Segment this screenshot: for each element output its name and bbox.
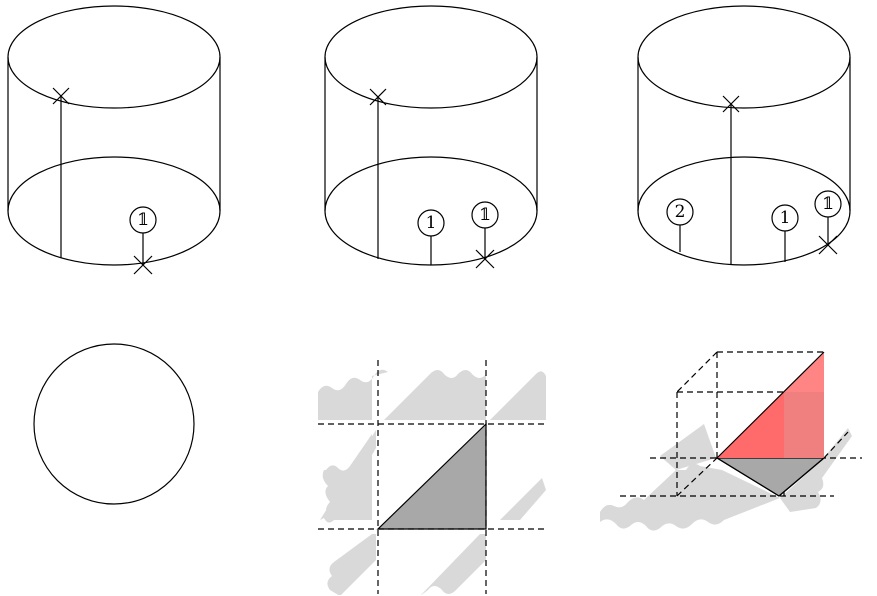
shadow-band [490, 371, 546, 420]
cylinder-2-marker-1-label: 1 [426, 213, 437, 233]
cube-edge-right-diag [823, 431, 849, 459]
cylinder-3-marker-1-label: 1 [780, 208, 791, 228]
cube-red-face-right [784, 392, 824, 458]
cube-shadow [600, 463, 780, 531]
cylinder-2: 1 𝟙 [324, 5, 538, 269]
cylinder-2-cross-top [369, 88, 387, 106]
shadow-band [322, 434, 372, 520]
cube-edge-back-top-left [676, 351, 718, 393]
cylinder-3-marker-2-circle [666, 198, 694, 226]
cylinder-3: 2 1 𝟙 [637, 5, 851, 266]
cylinder-3-marker-double-circle [814, 190, 842, 218]
cylinder-3-marker-2-label: 2 [675, 202, 686, 222]
tiled-square-diagram [318, 360, 546, 595]
shadow-bands [318, 369, 546, 595]
cylinder-1: 𝟙 [7, 5, 221, 275]
shadow-band [420, 534, 486, 595]
gray-triangle [376, 422, 487, 530]
shadow-band [500, 478, 546, 520]
cylinder-3-cross-top [722, 95, 740, 113]
cube-edge-bottom-left-diag [676, 457, 718, 497]
cube-diagram [600, 351, 862, 531]
cube-gray-edge-left [716, 457, 780, 497]
cylinder-1-marker-label: 𝟙 [137, 210, 149, 230]
cylinder-1-top [7, 5, 221, 109]
shadow-band [318, 369, 388, 420]
cylinder-1-marker-circle [129, 206, 157, 234]
shadow-band [327, 534, 376, 595]
circle-shape [33, 343, 195, 505]
cylinder-3-marker-double-label: 𝟙 [822, 194, 834, 214]
cylinder-3-top [637, 5, 851, 109]
cylinder-2-marker-double-circle [471, 201, 499, 229]
cylinder-2-top [324, 5, 538, 109]
cube-shadow-right [780, 428, 852, 512]
cylinder-2-marker-1-circle [417, 209, 445, 237]
cylinder-1-bottom [7, 156, 221, 266]
cube-gray-edge-right [778, 457, 825, 497]
cylinder-2-marker-double-label: 𝟙 [479, 205, 491, 225]
cube-shadow-left [660, 424, 716, 470]
cylinder-3-marker-1-circle [771, 204, 799, 232]
shadow-band [384, 370, 486, 420]
cube-diag-edge [716, 351, 825, 459]
cylinder-1-cross-top [52, 87, 70, 105]
